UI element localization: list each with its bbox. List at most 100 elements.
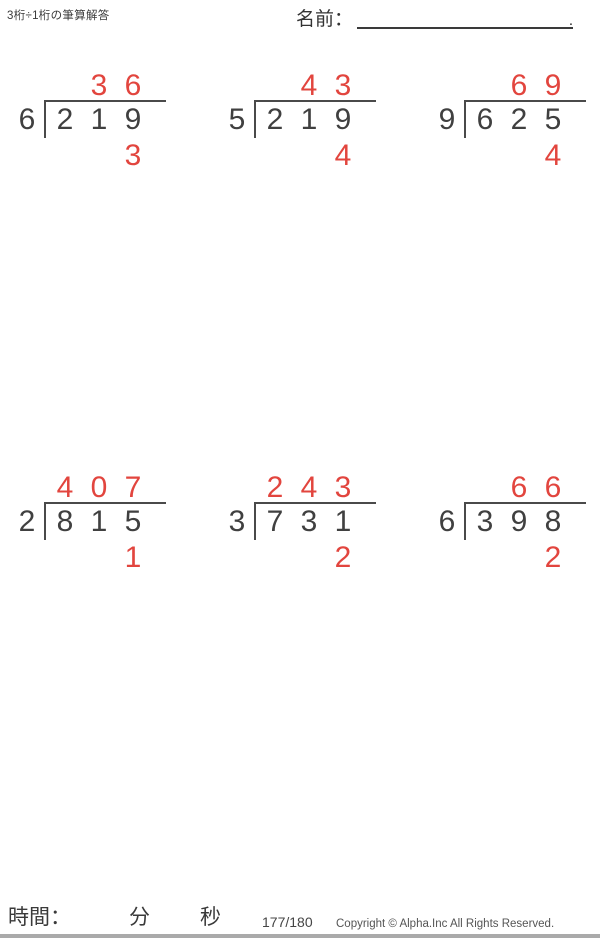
quotient-row: 2 4 3	[258, 471, 400, 504]
dividend-row: 6 2 1 9	[10, 100, 190, 138]
quotient-row: 3 6	[48, 69, 190, 102]
dividend-digit: 1	[334, 505, 352, 538]
quotient-digit: 4	[300, 69, 318, 102]
quotient-row: 4 0 7	[48, 471, 190, 504]
time-field: 時間： 分 秒	[6, 901, 231, 937]
dividend-digit: 6	[476, 103, 494, 136]
remainder-row: 2	[258, 541, 400, 574]
division-problem-6: 6 6 6 3 9 8 2	[430, 471, 600, 574]
remainder-digit	[258, 544, 292, 572]
divisor: 6	[438, 505, 456, 538]
division-bracket: 8 1 5	[44, 502, 166, 540]
division-bracket: 3 9 8	[464, 502, 586, 540]
divisor: 6	[18, 103, 36, 136]
dividend-digit: 1	[300, 103, 318, 136]
remainder-digit	[502, 544, 536, 572]
dividend-row: 5 2 1 9	[220, 100, 400, 138]
dividend-row: 6 3 9 8	[430, 502, 600, 540]
dividend-digit: 7	[266, 505, 284, 538]
quotient-digit	[48, 72, 82, 100]
division-problem-1: 3 6 6 2 1 9 3	[10, 69, 190, 172]
remainder-digit	[468, 142, 502, 170]
division-bracket: 6 2 5	[464, 100, 586, 138]
remainder-digit	[48, 544, 82, 572]
quotient-digit: 2	[266, 471, 284, 504]
dividend-digit: 9	[510, 505, 528, 538]
name-label: 名前：	[296, 9, 354, 30]
dividend-digit: 3	[476, 505, 494, 538]
divisor: 9	[438, 103, 456, 136]
quotient-digit: 6	[510, 471, 528, 504]
dividend-digit: 9	[334, 103, 352, 136]
division-bracket: 2 1 9	[254, 100, 376, 138]
division-bracket: 7 3 1	[254, 502, 376, 540]
quotient-digit: 3	[90, 69, 108, 102]
dividend-digit: 1	[90, 505, 108, 538]
remainder-row: 4	[468, 141, 600, 171]
worksheet-title: 3桁÷1桁の筆算解答	[7, 10, 110, 22]
quotient-digit: 3	[334, 69, 352, 102]
quotient-row: 4 3	[258, 69, 400, 102]
dividend-digit: 8	[544, 505, 562, 538]
quotient-digit: 6	[124, 69, 142, 102]
remainder-digit	[468, 544, 502, 572]
quotient-digit: 9	[544, 69, 562, 102]
page-bottom-edge	[0, 934, 600, 938]
remainder-row: 2	[468, 541, 600, 574]
division-bracket: 2 1 9	[44, 100, 166, 138]
dividend-row: 2 8 1 5	[10, 502, 190, 540]
remainder-digit	[292, 544, 326, 572]
remainder-digit	[258, 142, 292, 170]
divisor: 5	[228, 103, 246, 136]
remainder-row: 4	[258, 139, 400, 172]
division-problem-3: 6 9 9 6 2 5 4	[430, 69, 600, 171]
remainder-digit: 2	[544, 541, 562, 574]
quotient-digit	[468, 72, 502, 100]
quotient-row: 6 6	[468, 471, 600, 504]
remainder-digit	[502, 142, 536, 170]
dividend-row: 9 6 2 5	[430, 100, 600, 138]
quotient-digit: 6	[510, 69, 528, 102]
quotient-digit	[258, 72, 292, 100]
quotient-digit: 0	[90, 471, 108, 504]
remainder-digit	[82, 142, 116, 170]
division-problem-4: 4 0 7 2 8 1 5 1	[10, 471, 190, 574]
page-number: 177/180	[262, 914, 313, 930]
minutes-label: 分	[129, 906, 150, 929]
dividend-digit: 5	[544, 103, 562, 136]
remainder-row: 3	[48, 139, 190, 172]
remainder-digit	[82, 544, 116, 572]
time-label: 時間：	[8, 906, 71, 929]
seconds-label: 秒	[200, 906, 221, 929]
remainder-digit	[48, 142, 82, 170]
remainder-digit: 2	[334, 541, 352, 574]
division-problem-2: 4 3 5 2 1 9 4	[220, 69, 400, 172]
dividend-digit: 5	[124, 505, 142, 538]
dividend-digit: 1	[90, 103, 108, 136]
dividend-digit: 2	[56, 103, 74, 136]
remainder-digit	[292, 142, 326, 170]
remainder-digit: 1	[124, 541, 142, 574]
dividend-digit: 8	[56, 505, 74, 538]
remainder-digit: 4	[334, 139, 352, 172]
name-blank-line: .	[357, 8, 574, 29]
quotient-digit: 6	[544, 471, 562, 504]
quotient-digit: 3	[334, 471, 352, 504]
quotient-digit: 4	[56, 471, 74, 504]
dividend-digit: 2	[266, 103, 284, 136]
divisor: 2	[18, 505, 36, 538]
remainder-row: 1	[48, 541, 190, 574]
quotient-digit: 7	[124, 471, 142, 504]
copyright-text: Copyright © Alpha.Inc All Rights Reserve…	[336, 918, 555, 930]
quotient-digit	[468, 474, 502, 502]
remainder-digit: 3	[124, 139, 142, 172]
dividend-digit: 3	[300, 505, 318, 538]
division-problem-5: 2 4 3 3 7 3 1 2	[220, 471, 400, 574]
quotient-digit: 4	[300, 471, 318, 504]
dividend-digit: 2	[510, 103, 528, 136]
dividend-row: 3 7 3 1	[220, 502, 400, 540]
divisor: 3	[228, 505, 246, 538]
dividend-digit: 9	[124, 103, 142, 136]
quotient-row: 6 9	[468, 69, 600, 102]
name-field: 名前：.	[296, 4, 574, 31]
